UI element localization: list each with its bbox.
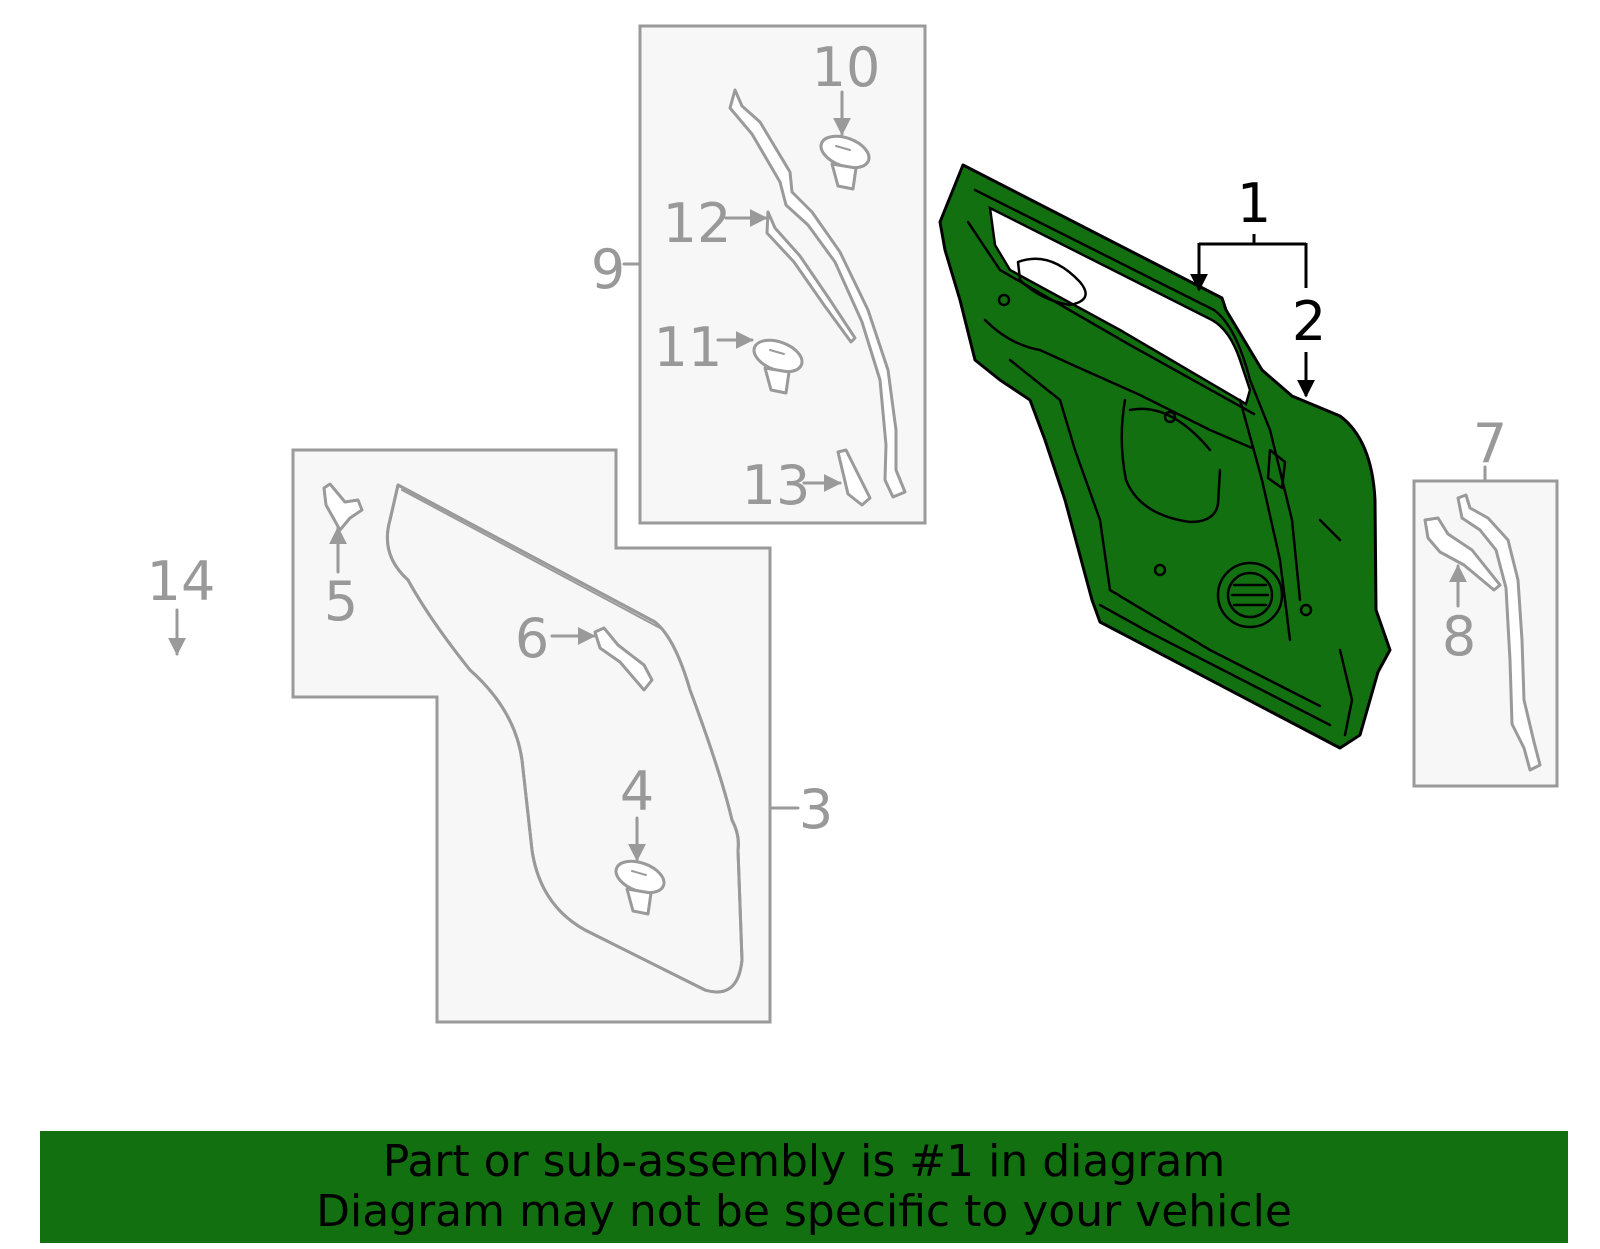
callout-10: 10 (812, 36, 881, 99)
part-13-pad (836, 448, 872, 507)
part-12-strip (765, 210, 857, 344)
callout-12: 12 (663, 192, 732, 255)
callout-2: 2 (1292, 290, 1326, 353)
footer-line-2: Diagram may not be specific to your vehi… (316, 1186, 1292, 1237)
part-8-bracket (1423, 516, 1502, 592)
box-group-7 (1412, 465, 1559, 788)
callout-3: 3 (799, 778, 833, 841)
callout-11: 11 (654, 316, 723, 379)
box-group-9 (622, 24, 927, 525)
part-11-clip (752, 338, 804, 395)
box-group-3 (291, 448, 800, 1024)
callout-4: 4 (620, 760, 654, 823)
part-4-clip (614, 859, 666, 916)
part-7-strip (1456, 493, 1542, 772)
callout-5: 5 (324, 570, 358, 633)
part-1-door-shell (938, 163, 1392, 750)
callout-8: 8 (1442, 605, 1476, 668)
part-10-clip (819, 134, 871, 191)
callout-9: 9 (591, 238, 625, 301)
callout-6: 6 (515, 607, 549, 670)
footer-banner: Part or sub-assembly is #1 in diagram Di… (40, 1131, 1568, 1243)
callout-13: 13 (742, 454, 811, 517)
footer-line-1: Part or sub-assembly is #1 in diagram (382, 1136, 1226, 1187)
callout-7: 7 (1473, 412, 1507, 475)
callout-1: 1 (1237, 172, 1271, 235)
part-9-strip (728, 88, 907, 499)
callout-1-2-leaders (1190, 234, 1315, 398)
callout-14: 14 (147, 550, 216, 613)
part-5-bracket (322, 482, 364, 532)
part-14-weatherstrip (64, 608, 405, 1108)
part-6-bracket (593, 626, 654, 692)
